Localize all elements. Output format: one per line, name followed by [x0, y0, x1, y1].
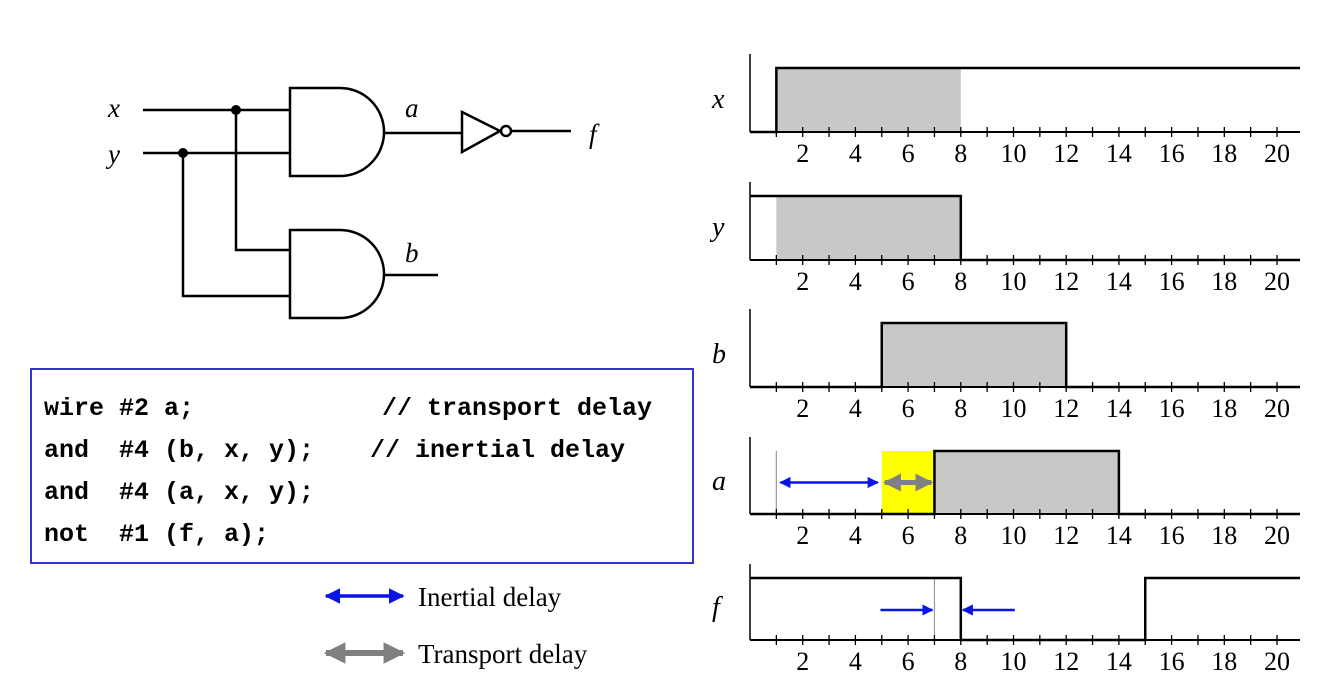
tick-label: 10 [1001, 521, 1027, 550]
waveform-f [750, 576, 1300, 642]
tick-label: 10 [1001, 139, 1027, 168]
legend-transport-label: Transport delay [418, 639, 588, 669]
signal-label-x: x [711, 84, 725, 115]
tick-label: 20 [1264, 521, 1290, 550]
tick-label: 8 [954, 521, 967, 550]
tick-label: 2 [796, 139, 809, 168]
tick-label: 20 [1264, 394, 1290, 423]
wire-x-branch [234, 110, 290, 252]
waveform-y [750, 194, 1300, 262]
tick-label: 18 [1211, 521, 1237, 550]
tick-label: 10 [1001, 394, 1027, 423]
signal-x: x 2 4 6 8 10 12 14 16 18 20 [711, 54, 1300, 168]
tick-label: 6 [902, 267, 915, 296]
tick-label: 12 [1053, 394, 1079, 423]
signal-label-b: b [712, 339, 726, 370]
tick-label: 8 [954, 394, 967, 423]
tick-label: 4 [849, 139, 862, 168]
shaded-region [934, 451, 1119, 514]
tick-label: 2 [796, 394, 809, 423]
junction-dot-x [231, 105, 241, 115]
circuit-label-f: f [589, 119, 600, 149]
timing-diagram: x 2 4 6 8 10 12 14 16 18 20 y 2 4 6 8 10 12 14 16 18 20 b 2 4 6 8 1… [709, 54, 1300, 676]
circuit-label-x: x [107, 93, 120, 123]
circuit-label-b: b [405, 238, 419, 268]
tick-label: 20 [1264, 267, 1290, 296]
and-gate-a [288, 86, 386, 178]
signal-b: b 2 4 6 8 10 12 14 16 18 20 [712, 309, 1300, 423]
shaded-region [881, 323, 1067, 387]
waveform-a [750, 449, 1300, 516]
legend-inertial-label: Inertial delay [418, 582, 562, 612]
tick-label: 6 [902, 394, 915, 423]
tick-label: 10 [1001, 267, 1027, 296]
tick-label: 12 [1053, 647, 1079, 676]
signal-f: f 2 4 6 8 10 12 14 16 18 20 [712, 564, 1300, 676]
code-comment-2: // inertial delay [370, 436, 626, 465]
tick-label: 4 [849, 394, 862, 423]
tick-label: 18 [1211, 647, 1237, 676]
tick-label: 6 [902, 521, 915, 550]
signal-label-a: a [712, 466, 726, 497]
tick-label: 14 [1106, 647, 1132, 676]
code-line-4: not #1 (f, a); [44, 520, 270, 549]
code-line-1: wire #2 a; [44, 394, 195, 423]
waveform-b [750, 321, 1300, 389]
tick-label: 10 [1001, 647, 1027, 676]
tick-label: 16 [1159, 521, 1185, 550]
tick-label: 14 [1106, 139, 1132, 168]
tick-label: 2 [796, 521, 809, 550]
tick-label: 18 [1211, 267, 1237, 296]
tick-label: 14 [1106, 521, 1132, 550]
tick-label: 6 [902, 139, 915, 168]
tick-label: 4 [849, 267, 862, 296]
not-gate-bubble [499, 124, 513, 138]
tick-label: 12 [1053, 267, 1079, 296]
tick-label: 18 [1211, 394, 1237, 423]
and-gate-b [288, 228, 386, 320]
code-comment-1: // transport delay [382, 394, 653, 423]
tick-label: 6 [902, 647, 915, 676]
tick-label: 16 [1159, 394, 1185, 423]
wire-y-branch [181, 153, 290, 298]
code-line-3: and #4 (a, x, y); [44, 478, 315, 507]
tick-label: 18 [1211, 139, 1237, 168]
tick-label: 8 [954, 647, 967, 676]
circuit-label-y: y [105, 139, 120, 169]
signal-label-y: y [709, 212, 725, 243]
signal-label-f: f [712, 592, 723, 623]
tick-label: 8 [954, 267, 967, 296]
tick-label: 16 [1159, 139, 1185, 168]
tick-label: 16 [1159, 267, 1185, 296]
circuit-label-a: a [405, 93, 419, 123]
junction-dot-y [178, 148, 188, 158]
signal-a: a 2 4 6 8 10 12 14 16 18 20 [712, 437, 1300, 550]
signal-y: y 2 4 6 8 10 12 14 16 18 20 [709, 182, 1300, 296]
tick-label: 20 [1264, 139, 1290, 168]
tick-label: 16 [1159, 647, 1185, 676]
shaded-region [776, 68, 961, 132]
tick-label: 12 [1053, 521, 1079, 550]
tick-label: 12 [1053, 139, 1079, 168]
code-line-2: and #4 (b, x, y); [44, 436, 315, 465]
tick-label: 2 [796, 647, 809, 676]
not-gate [460, 109, 503, 155]
waveform-x [750, 66, 1300, 134]
verilog-code-box: wire #2 a; // transport delay and #4 (b,… [30, 368, 694, 564]
tick-label: 2 [796, 267, 809, 296]
legend: Inertial delay Transport delay [323, 582, 588, 669]
tick-label: 4 [849, 521, 862, 550]
tick-label: 20 [1264, 647, 1290, 676]
tick-label: 4 [849, 647, 862, 676]
tick-label: 8 [954, 139, 967, 168]
tick-label: 14 [1106, 394, 1132, 423]
shaded-region [776, 196, 961, 260]
logic-circuit [143, 86, 571, 320]
tick-label: 14 [1106, 267, 1132, 296]
